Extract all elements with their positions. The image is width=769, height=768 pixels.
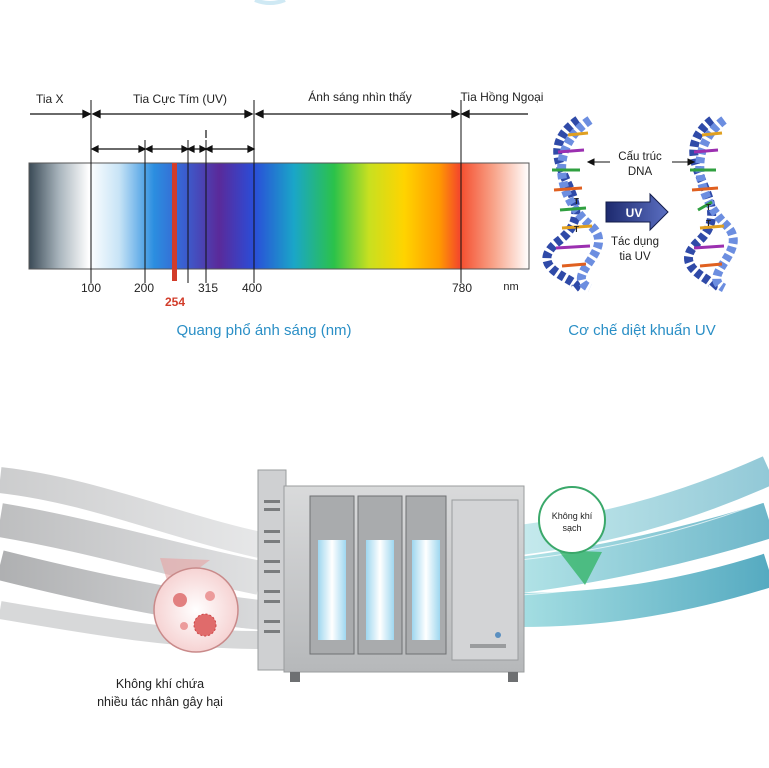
dna-pointer-arrows	[586, 158, 696, 166]
clean-air-label-line2: sạch	[562, 523, 581, 533]
spectrum-caption: Quang phổ ánh sáng (nm)	[176, 322, 351, 339]
uv-effect-label-line1: Tác dụng	[611, 236, 659, 248]
clean-air-label-line1: Không khí	[552, 511, 593, 521]
band-label-visible: Ánh sáng nhìn thấy	[308, 89, 411, 104]
tick-label-315: 315	[198, 281, 218, 295]
germ-icon	[173, 593, 187, 607]
germ-icon	[205, 591, 215, 601]
base-letter-right-1: T	[706, 203, 711, 212]
purifier-scene: Không khí chứa nhiều tác nhân gây hại Kh…	[0, 456, 769, 709]
tick-label-780: 780	[452, 281, 472, 295]
highlight-label-254: 254	[165, 295, 185, 309]
highlight-254-marker	[172, 163, 177, 281]
germ-icon	[180, 622, 188, 630]
top-decoration	[254, 0, 286, 5]
status-light	[495, 632, 501, 638]
tick-label-100: 100	[81, 281, 101, 295]
tick-label-200: 200	[134, 281, 154, 295]
dna-caption: Cơ chế diệt khuẩn UV	[568, 322, 715, 339]
base-letter-right-2: T	[706, 219, 711, 228]
dirty-air-label-line1: Không khí chứa	[116, 677, 204, 691]
uv-lamp-1	[318, 540, 346, 640]
spectrum-diagram: Tia X Tia Cực Tím (UV) Ánh sáng nhìn thấ…	[28, 89, 544, 339]
tick-label-400: 400	[242, 281, 262, 295]
unit-label: nm	[503, 281, 518, 293]
dna-structure-label-line2: DNA	[628, 166, 653, 178]
tick-lines	[90, 100, 462, 283]
virus-icon	[193, 613, 217, 637]
uv-purifier-cabinet	[257, 469, 525, 682]
band-label-xray: Tia X	[36, 92, 64, 106]
band-label-uv: Tia Cực Tím (UV)	[133, 92, 227, 106]
uv-lamp-2	[366, 540, 394, 640]
band-label-infrared: Tia Hồng Ngoại	[461, 90, 544, 104]
dna-structure-label-line1: Cấu trúc	[618, 151, 662, 163]
base-letter-left-2: T	[574, 225, 579, 234]
uv-effect-label-line2: tia UV	[619, 251, 651, 263]
dirty-air-label-line2: nhiều tác nhân gây hại	[97, 695, 223, 709]
uv-lamp-3	[412, 540, 440, 640]
uv-subband-arrows	[90, 130, 256, 153]
uv-arrow-label: UV	[626, 206, 643, 220]
spectrum-bar	[28, 162, 530, 270]
band-arrows	[30, 109, 528, 119]
dna-helix-damaged: T T	[684, 116, 738, 293]
dna-helix-intact: T T	[542, 116, 603, 293]
clean-air-bubble	[538, 486, 606, 585]
uv-arrow-icon	[605, 192, 669, 232]
pathogen-bubble	[153, 558, 239, 653]
dna-diagram: T T T T Cấu trúc DNA	[542, 116, 738, 339]
base-letter-left-1: T	[574, 197, 579, 206]
